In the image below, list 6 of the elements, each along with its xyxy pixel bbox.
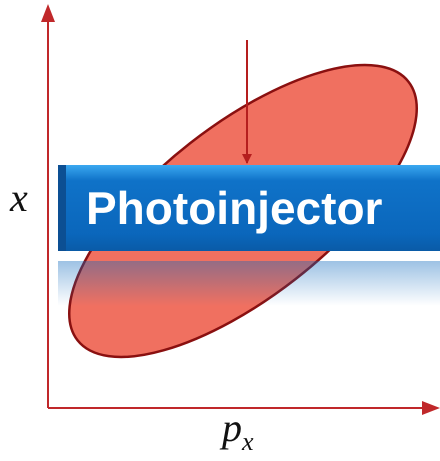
axis-label: p$_{x}$ xyxy=(222,408,254,455)
arrow xyxy=(242,40,252,164)
axis-label: x xyxy=(10,178,28,218)
banner-reflection xyxy=(58,261,440,306)
banner-title: Photoinjector xyxy=(86,181,382,235)
banner xyxy=(58,165,440,251)
